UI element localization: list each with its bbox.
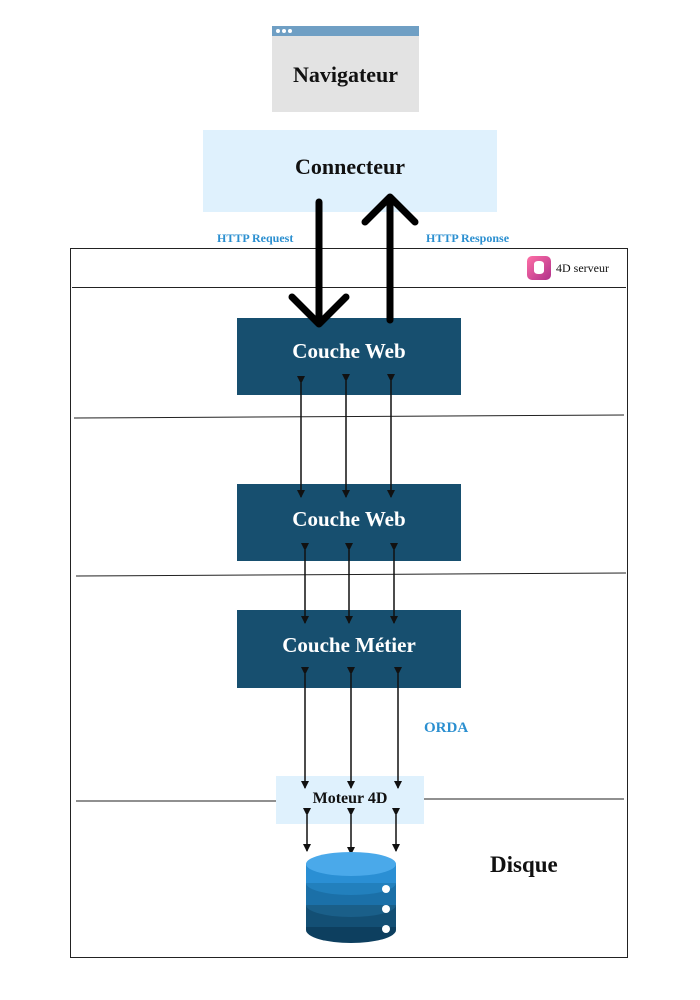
separator-line	[75, 572, 627, 577]
browser-window-icon: Navigateur	[272, 26, 419, 112]
connector-box: Connecteur	[203, 130, 497, 212]
http-request-label: HTTP Request	[217, 231, 294, 245]
separator-line	[73, 414, 625, 419]
disk-label: Disque	[490, 852, 558, 877]
http-response-label: HTTP Response	[426, 231, 510, 245]
orda-text: ORDA	[424, 720, 469, 736]
orda-label: ORDA	[424, 720, 468, 737]
4d-server-icon	[527, 256, 551, 280]
server-header	[72, 250, 626, 288]
server-frame	[70, 248, 628, 958]
http-response-arrow	[361, 193, 419, 324]
window-dot	[276, 29, 280, 33]
server-db-glyph	[534, 261, 544, 274]
window-dot	[288, 29, 292, 33]
http-request-arrow	[288, 198, 350, 328]
database-icon	[306, 852, 396, 943]
browser-title-bar	[272, 26, 419, 36]
server-label: 4D serveur	[556, 261, 609, 275]
window-dot	[282, 29, 286, 33]
browser-title: Navigateur	[292, 62, 399, 87]
